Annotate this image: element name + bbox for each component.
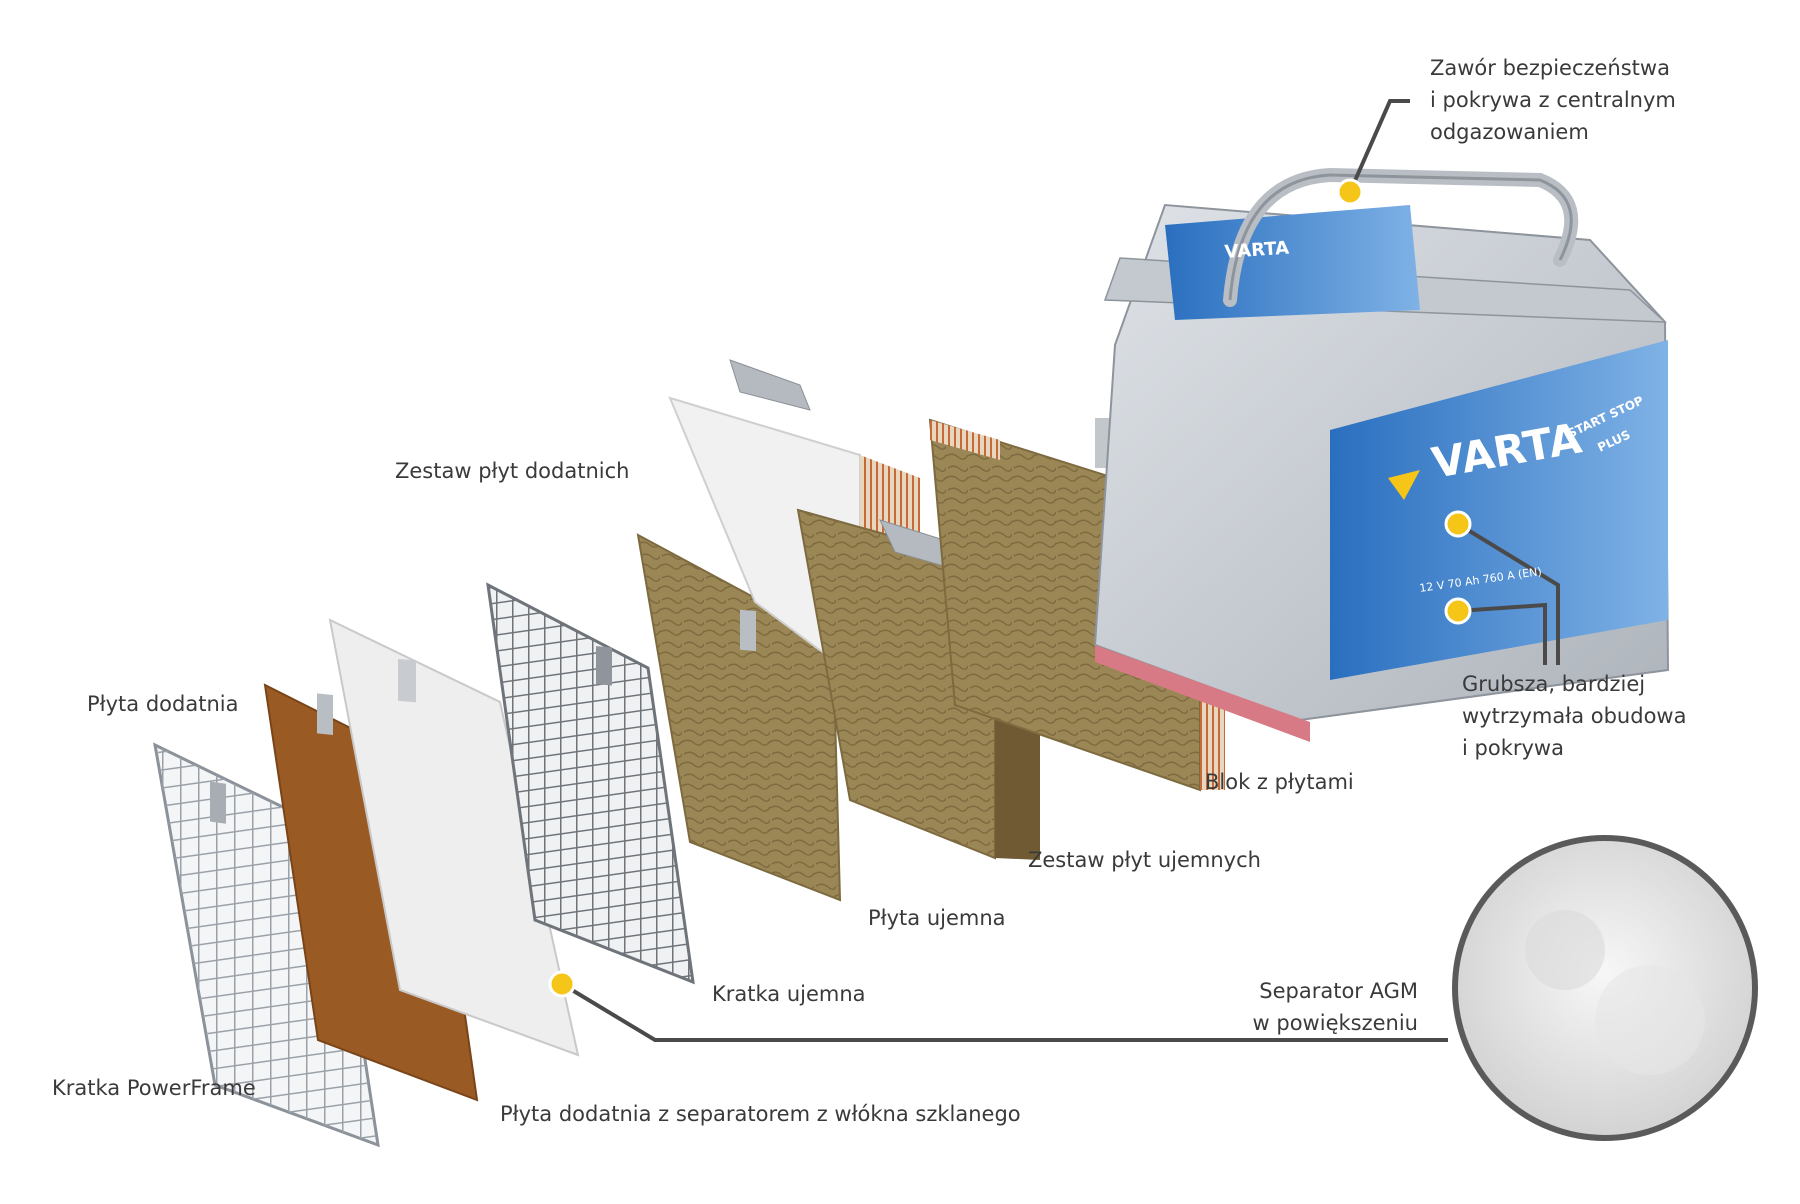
battery-case xyxy=(1093,167,1670,742)
positive-plate-lug xyxy=(317,693,333,735)
label-housing: Grubsza, bardziej wytrzymała obudowa i p… xyxy=(1462,672,1687,760)
label-positive-plate-with-separator: Płyta dodatnia z separatorem z włókna sz… xyxy=(500,1102,1021,1126)
label-negative-plate: Płyta ujemna xyxy=(868,906,1006,930)
separator-lug xyxy=(398,658,416,703)
label-agm-separator: Separator AGM w powiększeniu xyxy=(1252,979,1418,1035)
dot-separator xyxy=(548,970,576,998)
label-negative-plate-set: Zestaw płyt ujemnych xyxy=(1028,848,1261,872)
label-positive-plate: Płyta dodatnia xyxy=(87,692,239,716)
leader-lines xyxy=(560,99,1560,1042)
dot-housing-label xyxy=(1444,510,1472,538)
agm-magnified-view xyxy=(1452,835,1758,1141)
varta-logo-icon xyxy=(1388,470,1420,500)
negative-plate-lug xyxy=(740,609,756,652)
front-label xyxy=(1330,340,1668,680)
powerframe-lug xyxy=(210,781,226,824)
label-plate-block: Blok z płytami xyxy=(1205,770,1354,794)
brand-name-top: VARTA xyxy=(1224,238,1290,263)
positive-plate-with-separator xyxy=(328,618,580,1057)
label-negative-grid: Kratka ujemna xyxy=(712,982,866,1006)
negative-grid xyxy=(486,582,695,985)
dot-valve xyxy=(1336,178,1364,206)
label-positive-plate-set: Zestaw płyt dodatnich xyxy=(395,459,630,483)
label-powerframe-grid: Kratka PowerFrame xyxy=(52,1076,256,1100)
leader-agm xyxy=(560,982,1448,1042)
label-valve: Zawór bezpieczeństwa i pokrywa z central… xyxy=(1430,56,1676,144)
leader-valve xyxy=(1348,99,1410,193)
leader-housing-2 xyxy=(1457,602,1547,665)
leader-housing-1 xyxy=(1456,522,1560,665)
positive-set-connector xyxy=(729,359,811,411)
negative-grid-lug xyxy=(596,646,612,686)
accent-dots xyxy=(548,178,1472,998)
top-label xyxy=(1165,205,1420,320)
dot-housing-case xyxy=(1444,597,1472,625)
case-cutaway-rim xyxy=(1095,645,1310,742)
